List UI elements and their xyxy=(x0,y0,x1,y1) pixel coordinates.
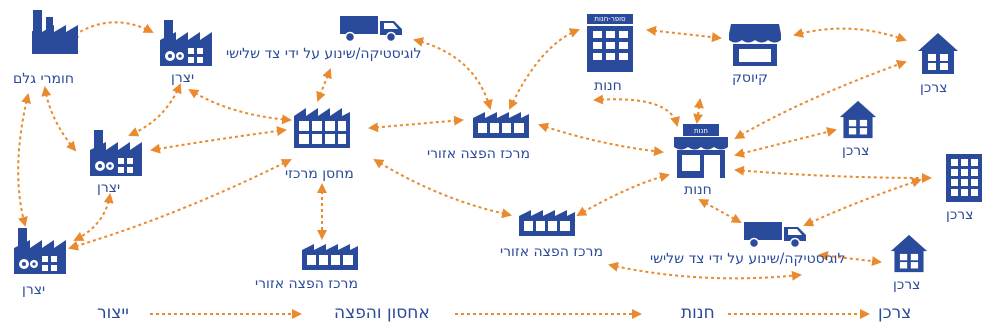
consumer-right-label: צרכן xyxy=(946,207,974,223)
store-label: חנות xyxy=(684,182,712,198)
consumer-mid-label: צרכן xyxy=(842,143,870,159)
store-sign: חנות xyxy=(694,127,708,135)
logistics-top-label: לוגיסטיקה/שינוע על ידי צד שלישי xyxy=(226,46,422,62)
building-icon xyxy=(946,154,982,202)
manufacturer-bottom-label: יצרן xyxy=(22,282,46,298)
manufacturer-mid-label: יצרן xyxy=(97,180,121,196)
warehouse-icon xyxy=(473,112,529,138)
stage-production: ייצור xyxy=(97,303,129,323)
house-icon xyxy=(890,234,928,273)
consumer-bottom-label: צרכן xyxy=(893,277,921,293)
supermarket-sign: סופר-חנות xyxy=(594,15,626,23)
raw-materials-label: חומרי גלם xyxy=(13,71,74,87)
warehouse-icon xyxy=(519,210,575,236)
regional-center-bottom-left-label: מרכז הפצה אזורי xyxy=(255,276,358,292)
truck-icon xyxy=(743,221,807,248)
kiosk-label: קיוסק xyxy=(732,70,768,86)
house-icon xyxy=(918,33,958,74)
consumer-top-label: צרכן xyxy=(920,80,948,96)
kiosk-icon xyxy=(729,24,781,66)
factory-gears-icon xyxy=(14,228,66,274)
house-icon xyxy=(839,100,877,139)
stage-consumer: צרכן xyxy=(878,303,912,323)
stage-store: חנות xyxy=(681,303,715,323)
truck-icon xyxy=(339,15,403,42)
central-warehouse-label: מחסן מרכזי xyxy=(285,166,354,182)
warehouse-icon xyxy=(294,108,350,148)
manufacturer-top-label: יצרן xyxy=(171,70,195,86)
logistics-bottom-label: לוגיסטיקה/שינוע על ידי צד שלישי xyxy=(650,251,846,267)
supermarket-label: חנות xyxy=(594,78,622,94)
factory-icon xyxy=(32,10,78,54)
factory-gears-icon xyxy=(160,20,212,66)
stage-storage-distribution: אחסון והפצה xyxy=(334,303,430,323)
regional-center-bottom-mid-label: מרכז הפצה אזורי xyxy=(500,244,603,260)
warehouse-icon xyxy=(302,244,358,270)
factory-gears-icon xyxy=(90,130,142,176)
regional-center-top-label: מרכז הפצה אזורי xyxy=(427,146,530,162)
flow-arrows xyxy=(17,21,932,281)
